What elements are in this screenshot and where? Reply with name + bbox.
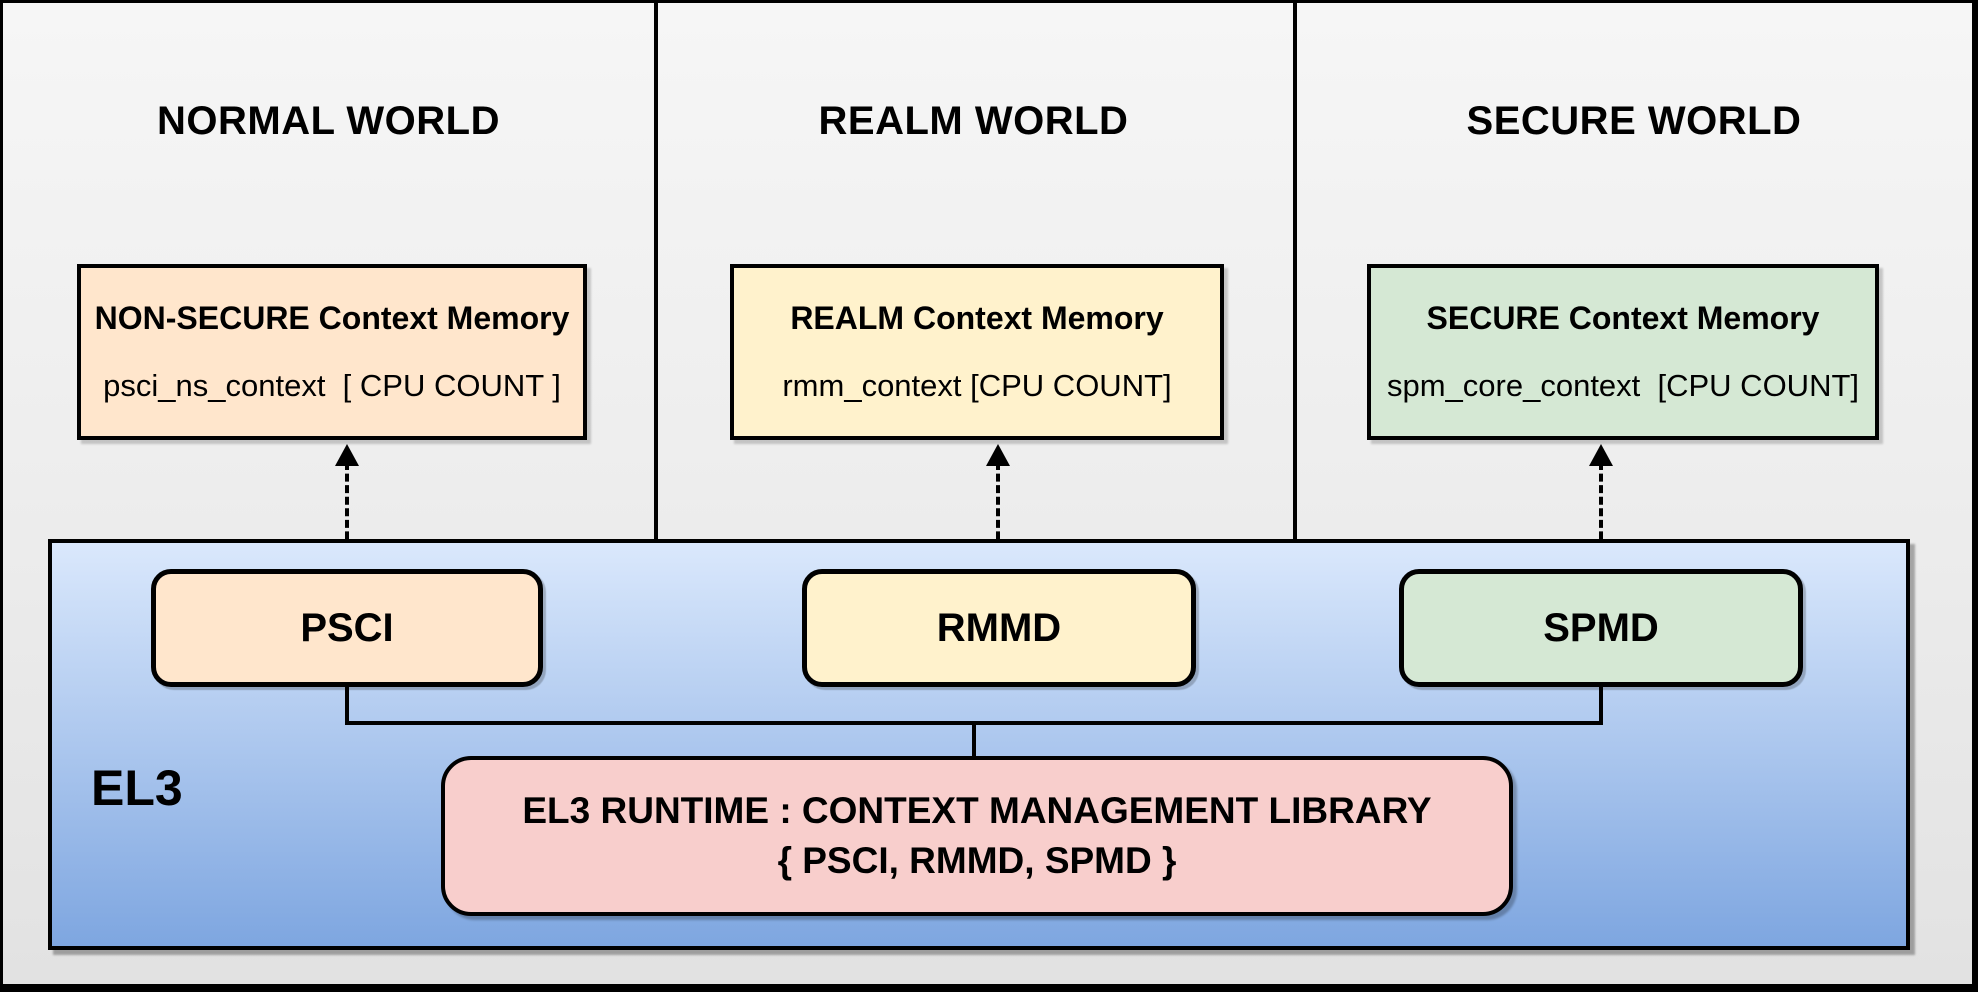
- connector-runtime-drop: [972, 725, 976, 759]
- dashed-line: [1599, 462, 1603, 551]
- normal-world-title: NORMAL WORLD: [157, 99, 500, 143]
- connector-bus: [345, 721, 1603, 725]
- secure-context-memory-box: SECURE Context Memory spm_core_context […: [1367, 264, 1879, 440]
- runtime-line-1: EL3 RUNTIME : CONTEXT MANAGEMENT LIBRARY: [522, 790, 1432, 831]
- secure-context-memory-title: SECURE Context Memory: [1426, 299, 1820, 336]
- non-secure-context-memory-box: NON-SECURE Context Memory psci_ns_contex…: [77, 264, 587, 440]
- realm-context-memory-value: rmm_context [CPU COUNT]: [782, 368, 1172, 404]
- el3-label: EL3: [91, 760, 183, 816]
- arrowhead-up-icon: [335, 444, 359, 466]
- spmd-component-box: SPMD: [1399, 569, 1803, 687]
- connector-spmd-drop: [1599, 687, 1603, 725]
- world-divider-normal-realm: [654, 3, 658, 539]
- world-divider-realm-secure: [1293, 3, 1297, 539]
- arrowhead-up-icon: [1589, 444, 1613, 466]
- realm-world-title: REALM WORLD: [818, 99, 1129, 143]
- secure-world-title: SECURE WORLD: [1466, 99, 1802, 143]
- rmmd-component-box: RMMD: [802, 569, 1196, 687]
- secure-context-memory-value: spm_core_context [CPU COUNT]: [1386, 368, 1860, 404]
- psci-component-box: PSCI: [151, 569, 543, 687]
- dashed-line: [345, 462, 349, 551]
- arrowhead-up-icon: [986, 444, 1010, 466]
- dashed-line: [996, 462, 1000, 551]
- realm-context-memory-box: REALM Context Memory rmm_context [CPU CO…: [730, 264, 1224, 440]
- connector-psci-drop: [345, 687, 349, 725]
- el3-runtime-library-box: EL3 RUNTIME : CONTEXT MANAGEMENT LIBRARY…: [441, 756, 1513, 916]
- non-secure-context-memory-value: psci_ns_context [ CPU COUNT ]: [103, 368, 561, 404]
- runtime-line-2: { PSCI, RMMD, SPMD }: [777, 840, 1177, 881]
- non-secure-context-memory-title: NON-SECURE Context Memory: [94, 299, 570, 336]
- realm-context-memory-title: REALM Context Memory: [790, 299, 1164, 336]
